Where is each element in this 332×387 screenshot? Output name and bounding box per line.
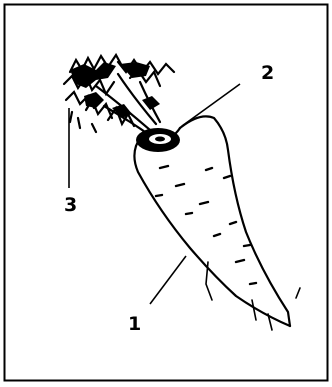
rootlets — [206, 262, 300, 330]
leader-line-1 — [150, 256, 186, 304]
figure-border — [5, 5, 328, 381]
callout-label-2: 2 — [261, 64, 274, 83]
leaf-mass — [70, 62, 160, 118]
leader-line-2 — [182, 84, 240, 126]
carrot-crown — [136, 128, 180, 152]
callout-label-3: 3 — [64, 196, 77, 215]
callout-label-1: 1 — [128, 315, 141, 334]
